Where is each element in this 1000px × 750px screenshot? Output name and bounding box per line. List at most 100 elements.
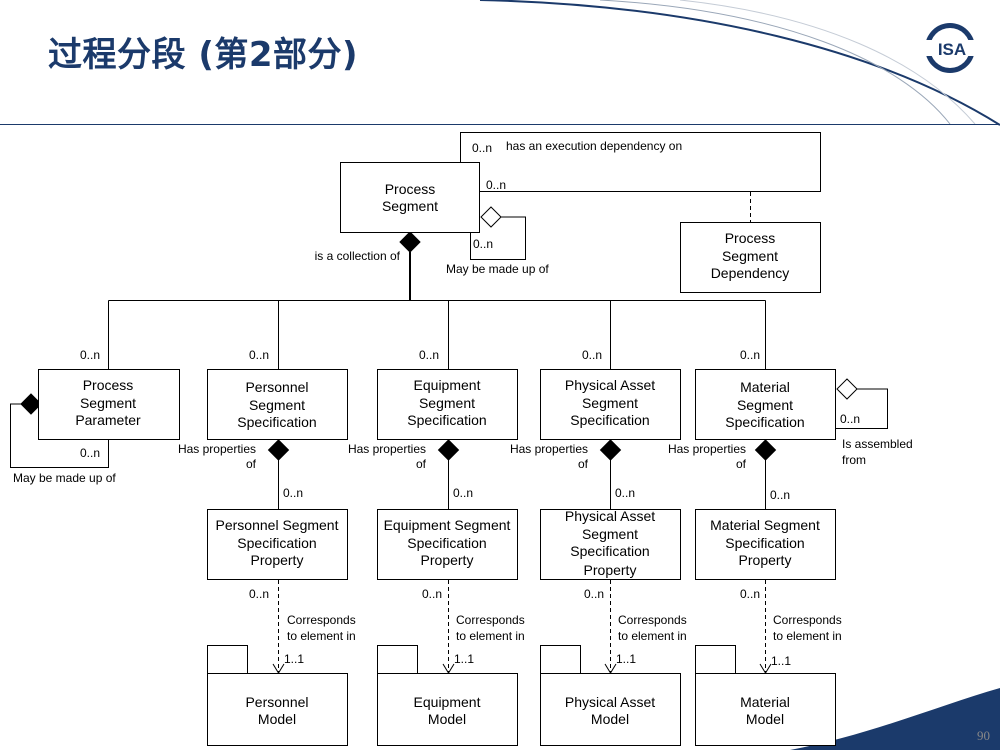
svg-text:Specification: Specification [725,535,804,551]
isa-logo: ISA [925,23,980,73]
svg-text:Segment: Segment [737,397,793,413]
svg-text:Personnel: Personnel [245,694,308,710]
multiplicity-labels: 0..n 0..n 0..n 0..n 0..n 0..n 0..n 0..n … [80,141,860,668]
multiplicity-label: 0..n [453,486,473,500]
multiplicity-label: 0..n [770,488,790,502]
has-properties-label: Has properties [668,442,746,456]
page-number: 90 [977,728,990,743]
svg-text:Specification: Specification [407,412,486,428]
svg-text:Segment: Segment [80,395,136,411]
svg-text:Specification: Specification [570,412,649,428]
svg-text:Physical Asset: Physical Asset [565,694,655,710]
multiplicity-label: 1..1 [616,652,636,666]
node-physical-asset-segment-specification: Physical Asset Segment Specification [540,369,681,440]
composition-diamond [399,231,421,253]
multiplicity-label: 0..n [472,141,492,155]
multiplicity-label: 0..n [740,587,760,601]
svg-text:Process: Process [83,377,134,393]
slide-title: 过程分段 (第2部分) [48,35,359,75]
multiplicity-label: 0..n [740,348,760,362]
svg-text:Physical Asset: Physical Asset [565,508,655,524]
node-material-property: Material Segment Specification Property [695,509,836,580]
svg-text:Segment: Segment [249,397,305,413]
has-properties-label: Has properties [510,442,588,456]
multiplicity-label: 0..n [283,486,303,500]
connectors [10,132,888,674]
has-properties-label: Has properties [178,442,256,456]
corresponds-label: Corresponds [456,613,525,627]
execution-dependency-label: has an execution dependency on [506,139,682,153]
corresponds-label: Corresponds [773,613,842,627]
multiplicity-label: 1..1 [771,654,791,668]
composition-diamond [267,439,290,461]
corresponds-label: Corresponds [287,613,356,627]
is-assembled-label: from [842,453,866,467]
multiplicity-label: 0..n [582,348,602,362]
multiplicity-label: 0..n [80,446,100,460]
svg-text:Segment: Segment [722,248,778,264]
svg-text:Segment: Segment [582,526,638,542]
multiplicity-label: 0..n [486,178,506,192]
svg-text:Dependency: Dependency [711,265,790,281]
svg-text:Property: Property [251,552,304,568]
svg-text:Model: Model [428,711,466,727]
svg-text:Personnel: Personnel [245,379,308,395]
corresponds-label: to element in [773,629,842,643]
is-assembled-label: Is assembled [842,437,913,451]
svg-text:Specification: Specification [570,543,649,559]
logo-text: ISA [938,40,966,59]
svg-text:Model: Model [746,711,784,727]
corresponds-label: Corresponds [618,613,687,627]
svg-text:Model: Model [258,711,296,727]
multiplicity-label: 0..n [584,587,604,601]
has-properties-label: of [736,457,747,471]
node-personnel-property: Personnel Segment Specification Property [207,509,348,580]
svg-text:Material: Material [740,379,790,395]
has-properties-label: of [578,457,589,471]
svg-text:Segment: Segment [382,198,438,214]
node-equipment-property: Equipment Segment Specification Property [377,509,518,580]
svg-text:Material Segment: Material Segment [710,517,820,533]
aggregation-diamond [480,206,502,228]
svg-text:Equipment Segment: Equipment Segment [384,517,511,533]
node-equipment-segment-specification: Equipment Segment Specification [377,369,518,440]
multiplicity-label: 0..n [80,348,100,362]
header-decoration [0,0,1000,126]
node-process-segment-dependency: Process Segment Dependency [680,222,821,293]
composition-diamond [754,439,777,461]
node-personnel-segment-specification: Personnel Segment Specification [207,369,348,440]
corresponds-label: to element in [287,629,356,643]
svg-text:Specification: Specification [407,535,486,551]
relationship-labels: has an execution dependency on is a coll… [13,139,913,643]
has-properties-label: Has properties [348,442,426,456]
svg-text:Physical Asset: Physical Asset [565,377,655,393]
svg-text:Property: Property [739,552,792,568]
has-properties-label: of [416,457,427,471]
svg-text:Property: Property [584,562,637,578]
corresponds-label: to element in [618,629,687,643]
may-be-made-up-of-label: May be made up of [446,262,549,276]
svg-text:Segment: Segment [419,395,475,411]
multiplicity-label: 0..n [615,486,635,500]
node-material-model: Material Model [695,645,836,746]
corresponds-label: to element in [456,629,525,643]
aggregation-diamonds [20,206,858,461]
node-physical-asset-property: Physical Asset Segment Specification Pro… [540,508,681,580]
multiplicity-label: 1..1 [284,652,304,666]
composition-diamond [20,393,42,415]
svg-text:Specification: Specification [725,414,804,430]
composition-diamond [599,439,622,461]
may-be-made-up-of-label: May be made up of [13,471,116,485]
svg-text:Model: Model [591,711,629,727]
aggregation-diamond [836,378,858,400]
node-physical-asset-model: Physical Asset Model [540,645,681,746]
svg-text:Specification: Specification [237,535,316,551]
svg-text:Equipment: Equipment [414,377,481,393]
has-properties-label: of [246,457,257,471]
multiplicity-label: 0..n [249,348,269,362]
svg-text:Material: Material [740,694,790,710]
multiplicity-label: 0..n [840,412,860,426]
svg-text:Property: Property [421,552,474,568]
